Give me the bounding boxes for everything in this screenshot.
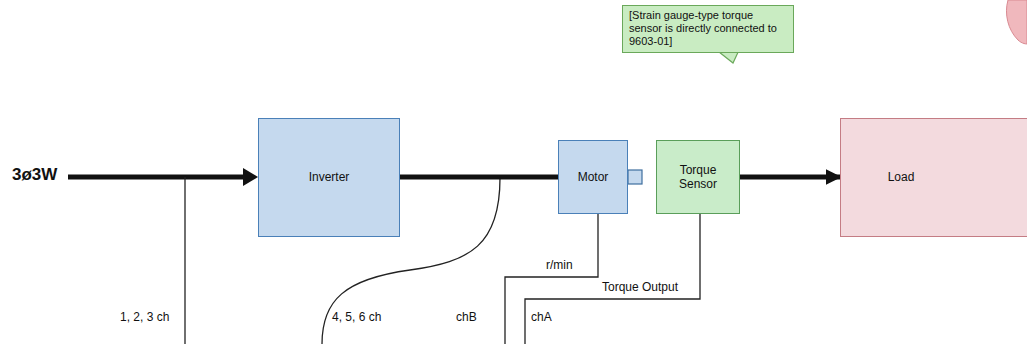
node-text: Load [888, 170, 915, 184]
node-text: Motor [578, 170, 609, 184]
node-text: Torque Sensor [663, 163, 733, 192]
node-text: Inverter [309, 170, 350, 184]
connector [400, 175, 558, 180]
supply-label: 3ø3W [12, 165, 57, 185]
probe-wire [184, 177, 185, 344]
process-box: Motor [558, 140, 628, 214]
process-box: Load [840, 118, 1027, 237]
process-box: Torque Sensor [656, 140, 740, 214]
signal-wire [525, 214, 700, 344]
channel-label: chB [456, 311, 477, 325]
channel-label: 1, 2, 3 ch [120, 311, 169, 325]
signal-label: r/min [546, 259, 573, 273]
supply-line [68, 175, 246, 180]
motor-shaft [628, 170, 642, 184]
supply-arrowhead [243, 168, 258, 186]
connector [740, 175, 840, 180]
callout-box: [Strain gauge-type torque sensor is dire… [622, 5, 794, 53]
signal-wire [505, 214, 598, 344]
corner-figure [1006, 0, 1027, 44]
process-box: Inverter [258, 118, 400, 237]
signal-label: Torque Output [602, 281, 678, 295]
channel-label: 4, 5, 6 ch [332, 311, 381, 325]
channel-label: chA [531, 311, 552, 325]
node-text: [Strain gauge-type torque sensor is dire… [629, 9, 787, 49]
